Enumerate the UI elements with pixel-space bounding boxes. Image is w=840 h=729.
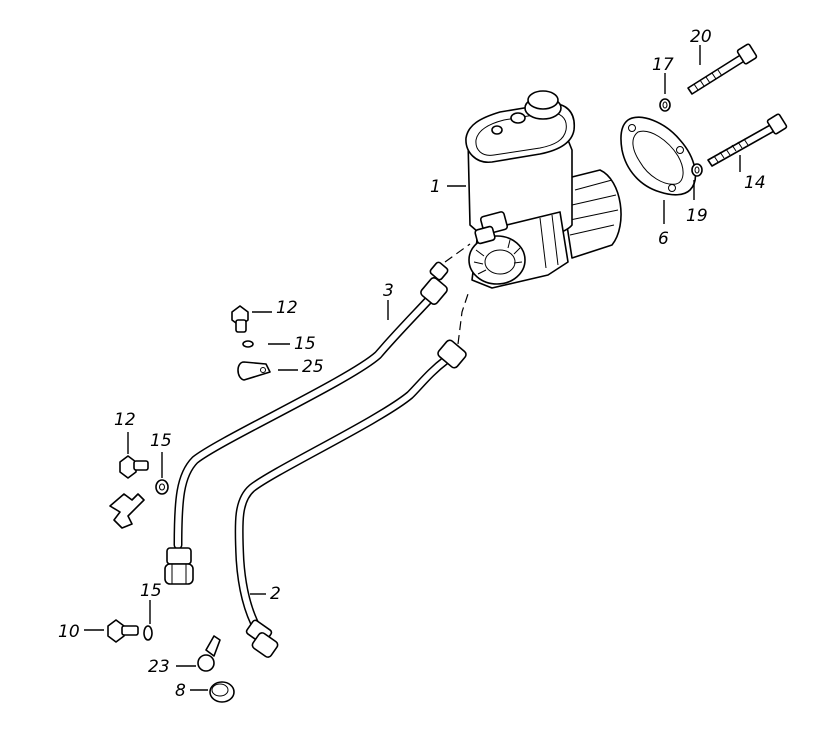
clip-23 [197,635,221,672]
pipe-3 [164,261,449,585]
label-part-6: 6 [658,229,669,249]
label-part-25: 25 [302,357,324,377]
label-part-1: 1 [430,177,441,197]
washer-17 [659,98,671,112]
label-part-10: 10 [58,622,80,642]
washer-15-middle [155,479,169,495]
clamp-bracket [109,493,145,529]
cap-8 [209,681,235,703]
label-part-20: 20 [690,27,712,47]
pipe-2 [234,339,467,658]
label-part-2: 2 [270,584,281,604]
label-part-17: 17 [652,55,674,75]
gasket-6 [620,116,697,196]
label-part-23: 23 [148,657,170,677]
washer-15-lower [143,625,153,641]
bolt-14 [707,113,788,167]
label-part-15-lower: 15 [140,581,162,601]
label-part-15-upper: 15 [294,334,316,354]
label-part-3: 3 [383,281,394,301]
bolt-10 [107,619,139,643]
dash-pipe2-pump [457,293,469,345]
bolt-12-lower [119,455,149,479]
label-part-15-middle: 15 [150,431,172,451]
dash-pipe3-pump [444,243,471,263]
washer-19 [691,163,703,177]
bolt-12-upper [231,305,249,333]
label-part-19: 19 [686,206,708,226]
bolt-20 [687,43,758,95]
label-part-12-lower: 12 [114,410,136,430]
label-part-8: 8 [175,681,186,701]
pump-assembly [465,90,622,289]
clip-25 [237,361,271,381]
label-part-14: 14 [744,173,766,193]
leader-lines [84,45,741,691]
label-part-12-upper: 12 [276,298,298,318]
washer-15-upper [242,340,254,348]
